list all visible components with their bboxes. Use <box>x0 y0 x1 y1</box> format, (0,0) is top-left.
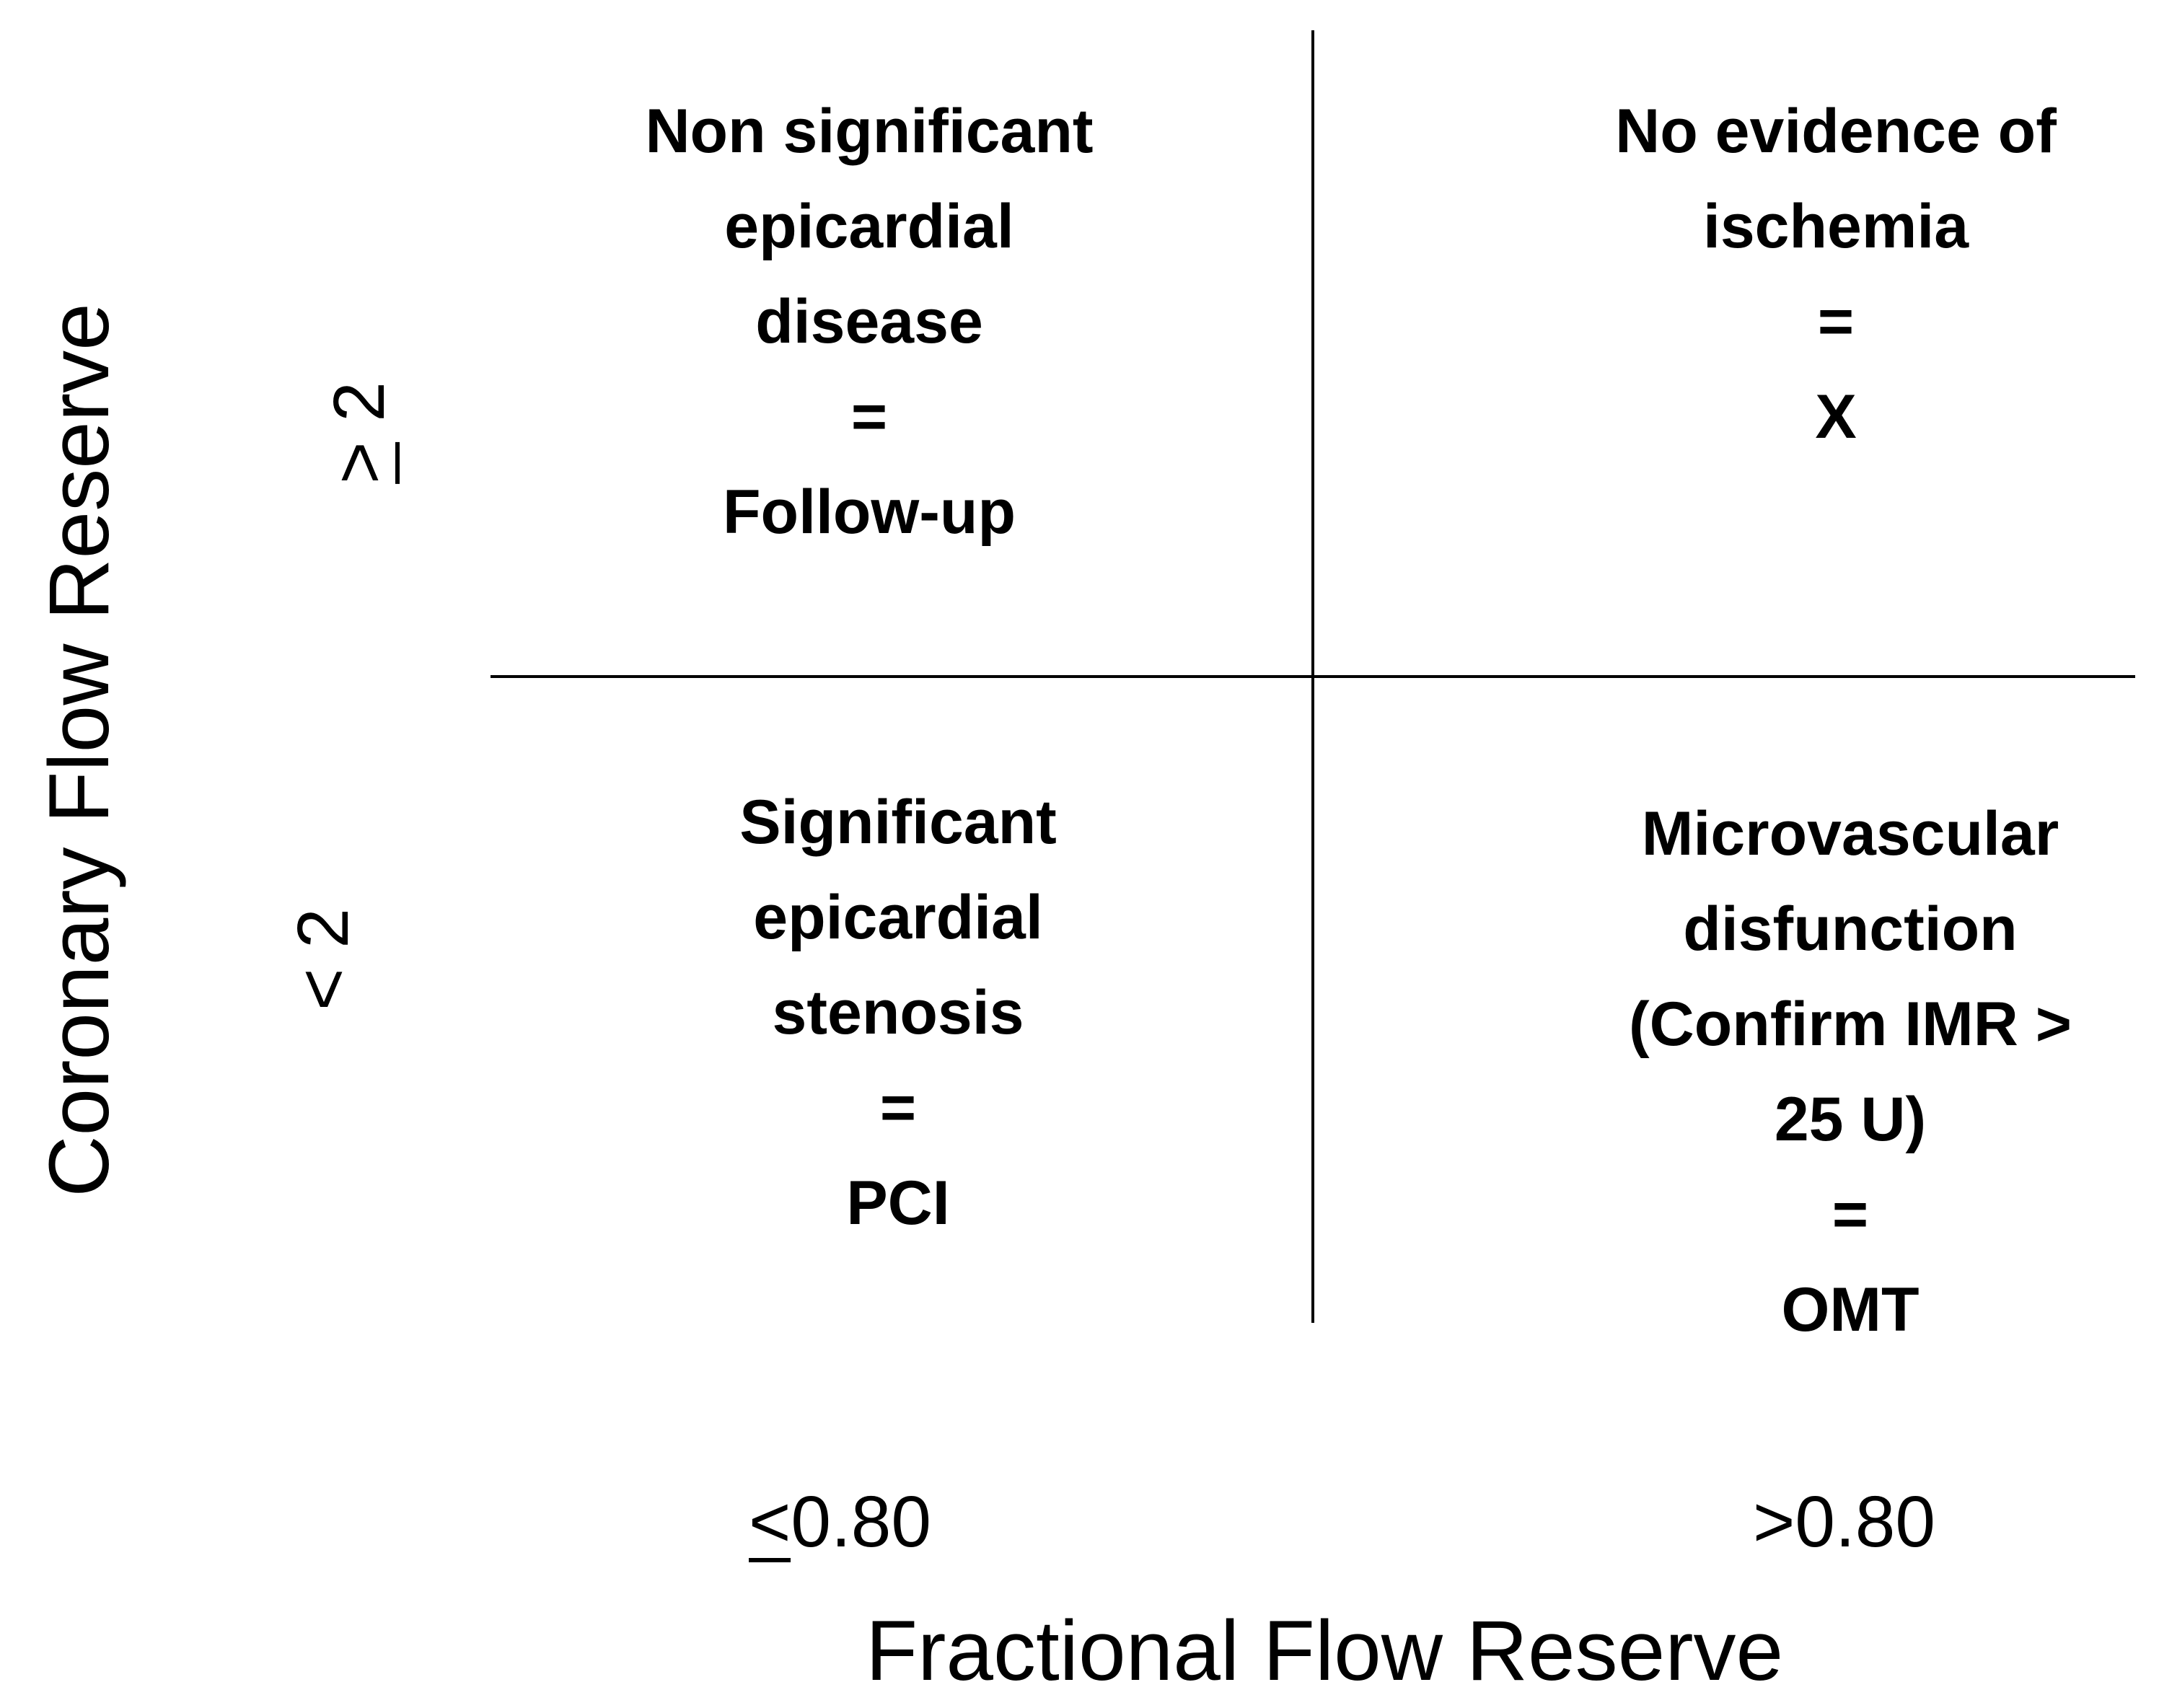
x-tick-label-low: <0.80 <box>749 1486 931 1562</box>
underline-bar <box>395 441 400 484</box>
y-tick-value-high: 2 <box>319 382 400 442</box>
quadrant-bottom-left: Significant epicardial stenosis = PCI <box>577 775 1219 1251</box>
quadrant-top-left: Non significant epicardial disease = Fol… <box>548 84 1190 560</box>
less-than-glyph: < <box>749 1482 791 1562</box>
quadrant-text-line: = <box>850 382 888 452</box>
quadrant-text-line: Follow-up <box>723 477 1016 547</box>
x-tick-value-low: 0.80 <box>791 1482 932 1562</box>
quadrant-text-line: Significant <box>739 788 1057 857</box>
less-equal-symbol: < <box>749 1486 791 1562</box>
greater-than-glyph: > <box>319 441 400 484</box>
greater-equal-symbol: > <box>319 441 400 484</box>
quadrant-text-line: PCI <box>846 1168 950 1238</box>
horizontal-divider-line <box>491 675 2135 678</box>
quadrant-text-line: Microvascular <box>1641 799 2059 868</box>
quadrant-text-line: = <box>1832 1180 1869 1249</box>
quadrant-text-line: disease <box>755 287 983 356</box>
quadrant-text-line: stenosis <box>772 978 1024 1047</box>
quadrant-text-line: = <box>879 1073 917 1143</box>
quadrant-text-line: epicardial <box>724 192 1014 261</box>
x-tick-label-high: >0.80 <box>1753 1482 1936 1562</box>
underline-bar <box>749 1558 791 1562</box>
y-tick-label-low: < 2 <box>283 908 364 1011</box>
quadrant-text-line: = <box>1817 287 1855 356</box>
quadrant-top-right: No evidence of ischemia = X <box>1500 84 2159 465</box>
quadrant-text-line: ischemia <box>1702 192 1969 261</box>
y-tick-label-high: > 2 <box>319 382 400 484</box>
quadrant-text-line: disfunction <box>1683 894 2018 964</box>
quadrant-text-line: Non significant <box>645 97 1094 166</box>
quadrant-text-line: X <box>1815 382 1857 452</box>
quadrant-text-line: No evidence of <box>1615 97 2057 166</box>
x-axis-title: Fractional Flow Reserve <box>866 1603 1784 1699</box>
y-axis-title: Coronary Flow Reserve <box>32 303 127 1197</box>
quadrant-bottom-right: Microvascular disfunction (Confirm IMR >… <box>1515 786 2159 1357</box>
quadrant-text-line: (Confirm IMR > <box>1629 990 2072 1059</box>
quadrant-text-line: epicardial <box>753 883 1043 952</box>
quadrant-text-line: 25 U) <box>1774 1085 1927 1154</box>
quadrant-text-line: OMT <box>1781 1275 1920 1344</box>
